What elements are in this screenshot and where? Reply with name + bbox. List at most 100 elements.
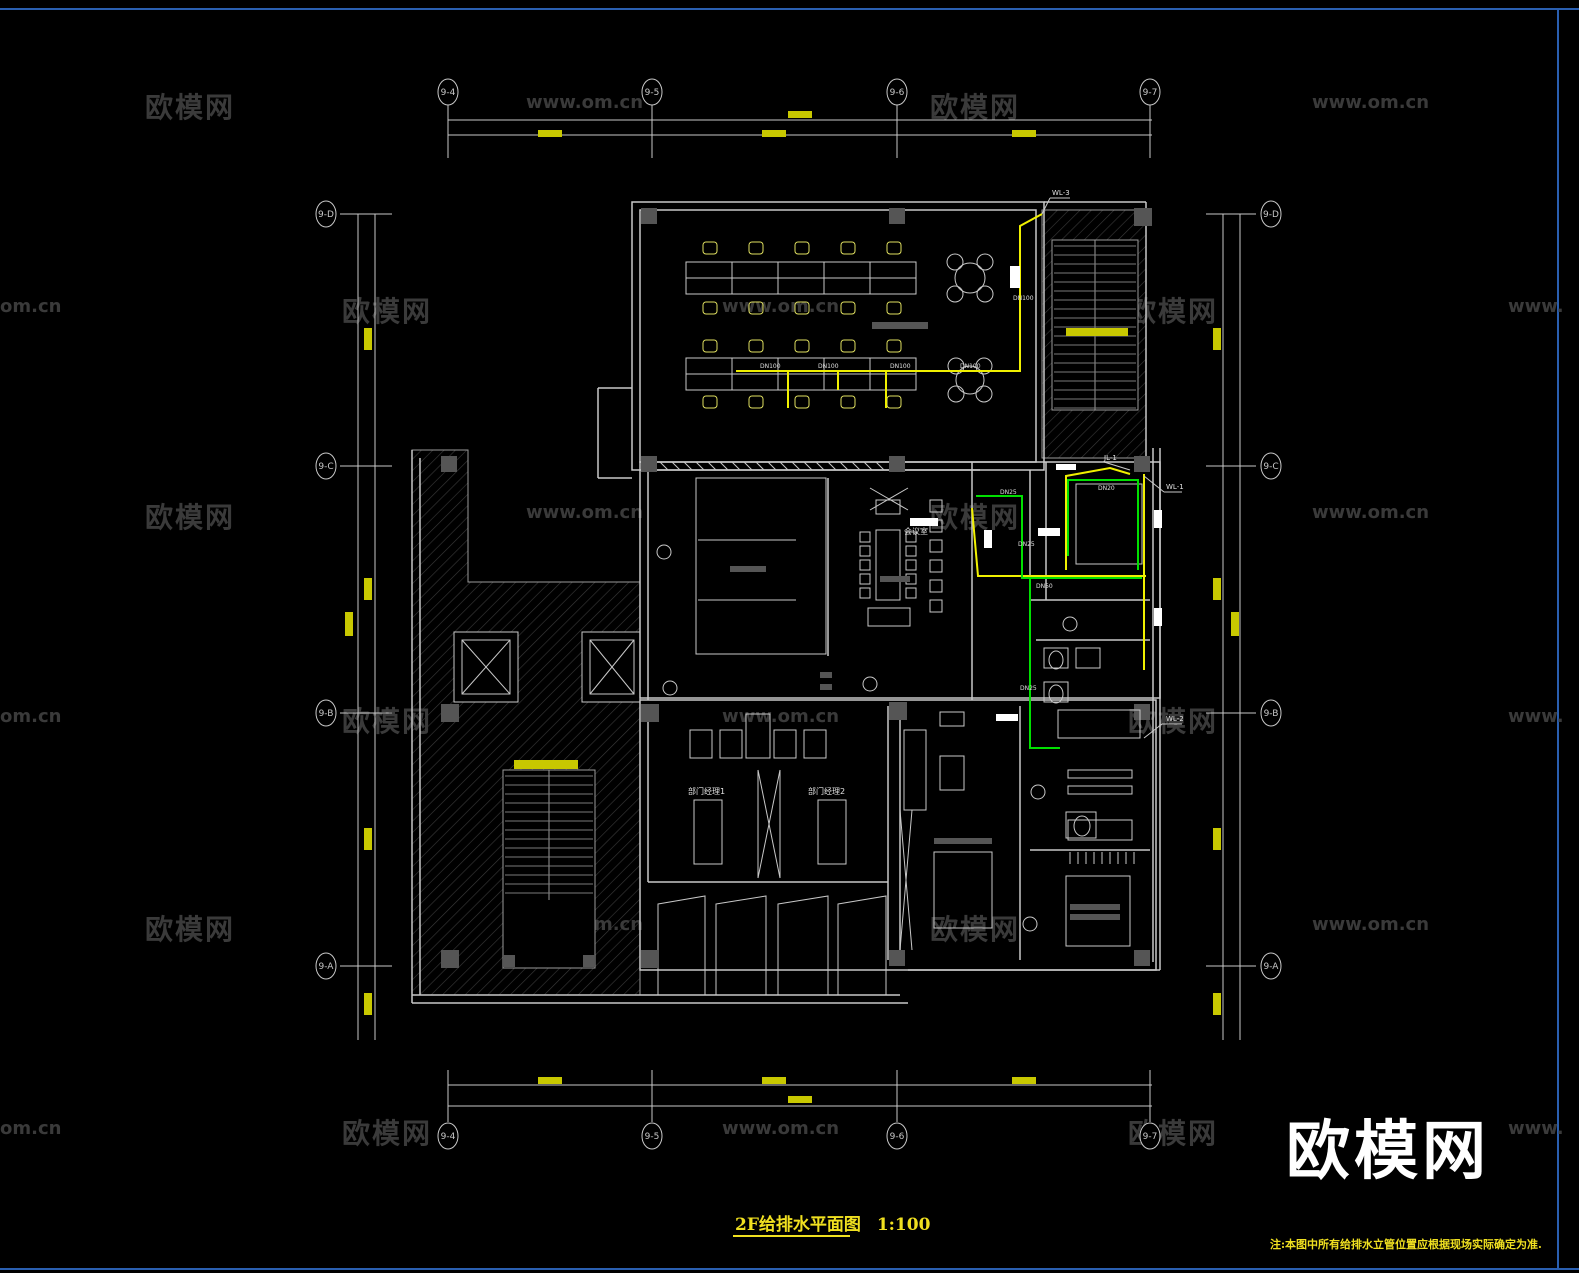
workstation-desk <box>869 261 917 279</box>
meeting-chair <box>929 579 943 593</box>
office-marks <box>934 838 1120 920</box>
workstation-desk <box>731 277 779 295</box>
grid-label: 9-4 <box>441 88 456 98</box>
partition-slat <box>839 461 849 471</box>
grid-label: 9-A <box>1264 962 1280 972</box>
dimension-bottom <box>447 1070 1152 1122</box>
grid-bubble-9-5-top <box>641 78 663 106</box>
partition-slat <box>659 461 669 471</box>
partition-slat <box>791 461 801 471</box>
windows-bottom <box>657 895 887 996</box>
partition-slat <box>875 461 885 471</box>
room-label-meeting: 会议室 <box>904 526 928 536</box>
riser-label-wl2: WL-2 <box>1166 715 1184 723</box>
workstation-desk <box>823 277 871 295</box>
grid-bubble-9-7-bottom <box>1139 1122 1161 1150</box>
partition-slat <box>707 461 717 471</box>
storage-cabinet <box>872 322 928 329</box>
meeting-room-marks <box>730 566 910 690</box>
pipe-tags <box>910 266 1162 721</box>
partition-slat <box>827 461 837 471</box>
pipe-size: DN100 <box>818 363 839 370</box>
partition-slat <box>755 461 765 471</box>
riser-leaders <box>1041 197 1182 739</box>
room-label-manager-1: 部门经理1 <box>688 786 725 796</box>
grid-bubbles <box>315 78 1282 1150</box>
pipe-size: DN50 <box>1036 583 1053 590</box>
grid-label: 9-A <box>319 962 335 972</box>
grid-label: 9-5 <box>645 1132 660 1142</box>
drawing-title-underline <box>733 1235 850 1237</box>
workstation-chair <box>748 395 764 409</box>
grid-label: 9-D <box>318 210 334 220</box>
partition-slat <box>671 461 681 471</box>
stair-right <box>1051 239 1139 411</box>
grid-bubble-9-C-right <box>1260 452 1282 480</box>
meeting-chair <box>905 587 917 599</box>
workstation-chair <box>840 339 856 353</box>
partition-slat <box>863 461 873 471</box>
drawing-title: 2F给排水平面图 1:100 <box>735 1210 930 1235</box>
manager-offices <box>689 711 1133 951</box>
restroom-fixtures <box>1043 483 1143 839</box>
grid-bubble-9-D-right <box>1260 200 1282 228</box>
stair-left <box>502 769 596 969</box>
workstation-chair <box>748 339 764 353</box>
workstation-desk <box>685 373 733 391</box>
meeting-chair <box>859 531 871 543</box>
stair-left-treads <box>505 775 593 894</box>
meeting-chair <box>929 499 943 513</box>
grid-label: 9-C <box>1263 462 1278 472</box>
workstation-chair <box>748 241 764 255</box>
pipe-size: DN20 <box>1098 485 1115 492</box>
workstation-chair <box>886 301 902 315</box>
meeting-chair <box>929 539 943 553</box>
meeting-chair <box>905 545 917 557</box>
meeting-chairs <box>859 499 943 613</box>
pipe-size: DN100 <box>890 363 911 370</box>
riser-label-jl1: JL-1 <box>1103 454 1117 462</box>
pipe-size: DN100 <box>960 363 981 370</box>
grid-bubble-9-B-right <box>1260 699 1282 727</box>
grid-bubble-9-4-top <box>437 78 459 106</box>
partition-slats <box>659 461 1135 864</box>
grid-bubble-9-B-left <box>315 699 337 727</box>
grid-bubble-9-A-left <box>315 952 337 980</box>
dimension-marks-top <box>538 111 1036 137</box>
workstation-chair <box>886 395 902 409</box>
pipe-size: DN25 <box>1018 541 1035 548</box>
workstations <box>685 261 917 391</box>
workstation-chair <box>794 301 810 315</box>
workstation-chairs <box>702 241 902 409</box>
pipe-size: DN100 <box>1013 295 1034 302</box>
supply-pipes <box>976 479 1142 749</box>
workstation-desk <box>777 277 825 295</box>
meeting-chair <box>929 599 943 613</box>
dimension-left <box>340 213 392 1040</box>
meeting-chair <box>859 573 871 585</box>
grid-label: 9-5 <box>645 88 660 98</box>
plants <box>656 544 1078 932</box>
partition-slat <box>815 461 825 471</box>
room-label-manager-2: 部门经理2 <box>808 786 845 796</box>
partition-slat <box>731 461 741 471</box>
dimension-marks-bottom <box>538 1077 1036 1103</box>
riser-label-wl3: WL-3 <box>1052 189 1070 197</box>
workstation-chair <box>886 339 902 353</box>
partition-slat <box>719 461 729 471</box>
stair-right-label-mark <box>1066 328 1128 336</box>
grid-label: 9-6 <box>890 88 905 98</box>
pipe-size: DN25 <box>1020 685 1037 692</box>
viewport-frame-right <box>1557 8 1559 1268</box>
meeting-chair <box>859 559 871 571</box>
workstation-desk <box>869 373 917 391</box>
workstation-chair <box>840 241 856 255</box>
workstation-desk <box>731 261 779 279</box>
grid-bubble-9-C-left <box>315 452 337 480</box>
partition-slat <box>779 461 789 471</box>
drawing-scale: 1:100 <box>876 1215 931 1235</box>
columns <box>441 208 1152 968</box>
dimension-right <box>1206 213 1256 1040</box>
grid-label: 9-7 <box>1143 88 1158 98</box>
stair-left-label-mark <box>514 760 578 769</box>
